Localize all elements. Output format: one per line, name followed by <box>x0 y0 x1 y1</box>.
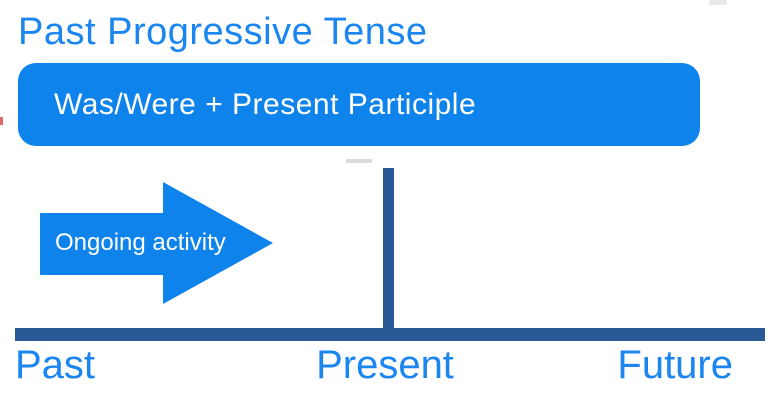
ongoing-activity-arrow-head <box>163 182 273 304</box>
scan-artifact-tick-top <box>346 159 372 163</box>
scan-artifact-top <box>709 0 727 5</box>
ongoing-activity-arrow-body <box>40 213 164 275</box>
scan-artifact-left-edge <box>0 117 3 125</box>
timeline-label-past: Past <box>15 343 96 387</box>
timeline-label-present: Present <box>316 343 454 387</box>
page-title: Past Progressive Tense <box>18 11 428 53</box>
ongoing-activity-label: Ongoing activity <box>55 229 226 256</box>
formula-text: Was/Were + Present Participle <box>54 88 477 121</box>
formula-box: Was/Were + Present Participle <box>18 63 700 146</box>
timeline-label-future: Future <box>617 343 733 387</box>
timeline-present-tick <box>383 168 394 336</box>
timeline-bar <box>15 328 765 341</box>
